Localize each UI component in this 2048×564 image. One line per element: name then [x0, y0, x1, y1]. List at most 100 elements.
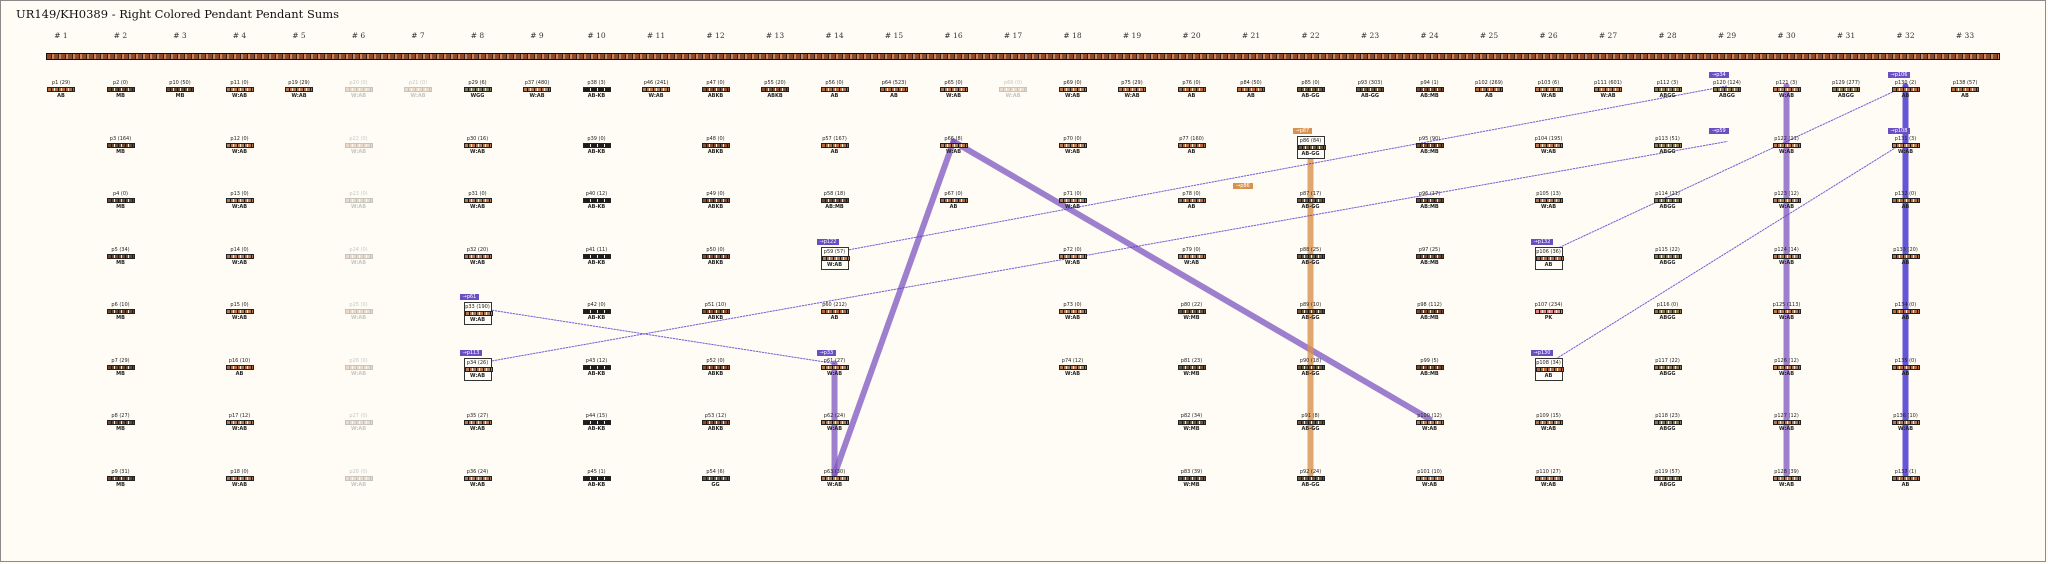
pendant-color-swatch	[642, 87, 670, 92]
pendant-label: p1 (29)	[51, 80, 71, 86]
pendant-color-swatch	[463, 420, 492, 425]
pendant-color-swatch	[1772, 87, 1801, 92]
pendant-color-code: W:AB	[231, 259, 248, 266]
pendant: p101 (10)W:AB	[1410, 469, 1450, 488]
pendant-color-swatch	[463, 87, 492, 92]
pendant-label: p48 (0)	[706, 135, 725, 142]
pendant-color-swatch	[1415, 198, 1444, 203]
pendant-color-swatch	[106, 87, 135, 92]
pendant-color-code: W:AB	[410, 93, 426, 99]
pendant: p133 (20)AB	[1886, 247, 1926, 266]
pendant-label: p133 (20)	[1893, 246, 1918, 253]
pendant: p48 (0)ABKB	[696, 136, 736, 155]
column-label: # 33	[1955, 31, 1975, 40]
pendant-color-swatch	[106, 198, 135, 203]
column-label: # 27	[1598, 31, 1618, 40]
pendant-color-swatch	[701, 198, 730, 203]
sum-link	[477, 307, 835, 364]
pendant-label: p95 (90)	[1418, 135, 1441, 142]
pendant-color-swatch	[939, 87, 968, 92]
pendant-color-swatch	[1772, 309, 1801, 314]
pendant-color-swatch	[1535, 255, 1564, 261]
pendant-label: p19 (29)	[288, 80, 310, 86]
pendant-color-swatch	[582, 420, 611, 425]
pendant-color-swatch	[1891, 309, 1920, 314]
pendant: p121 (3)W:AB	[1767, 80, 1807, 99]
pendant: p122 (11)W:AB	[1767, 136, 1807, 155]
pendant-color-swatch	[1772, 142, 1801, 148]
pendant: p18 (0)W:AB	[220, 469, 260, 488]
column-label: # 19	[1122, 31, 1142, 40]
pendant-label: p110 (27)	[1536, 468, 1561, 475]
pendant-color-swatch	[1891, 253, 1920, 259]
pendant-color-swatch	[1177, 309, 1206, 314]
pendant-label: p123 (12)	[1774, 191, 1799, 197]
pendant-color-code: AB	[57, 93, 65, 99]
column-label: # 16	[944, 31, 963, 40]
pendant-color-code: WGG	[470, 93, 485, 99]
pendant: p56 (0)AB	[815, 80, 855, 99]
pendant: p109 (15)W:AB	[1529, 413, 1569, 432]
column-label: # 30	[1777, 31, 1796, 40]
pendant-label: p103 (6)	[1537, 80, 1560, 86]
pendant-label: p102 (269)	[1475, 80, 1503, 86]
pendant-color-code: ABGG	[1659, 259, 1676, 266]
pendant-color-code: W:AB	[350, 481, 367, 488]
pendant: p40 (12)AB-KB	[577, 191, 617, 210]
pendant: p99 (5)AB:MB	[1410, 358, 1450, 377]
pendant-label: p54 (6)	[706, 468, 725, 475]
pendant: p118 (23)ABGG	[1648, 413, 1688, 432]
pendant-color-swatch	[1594, 87, 1622, 92]
pendant-label: p112 (3)	[1656, 80, 1679, 86]
pendant: p90 (18)AB-GG	[1291, 358, 1331, 377]
pendant-color-swatch	[225, 420, 254, 425]
pendant-label: p24 (0)	[349, 246, 368, 253]
pendant-label: p7 (29)	[111, 357, 130, 364]
pendant-color-swatch	[582, 475, 611, 481]
pendant-color-code: AB	[1901, 204, 1910, 210]
pendant-color-swatch	[344, 198, 373, 203]
sum-tag: →p87	[1292, 127, 1313, 134]
pendant-label: p70 (0)	[1063, 135, 1082, 142]
pendant: p119 (57)ABGG	[1648, 469, 1688, 488]
pendant-label: p33 (190)	[465, 304, 490, 310]
pendant-label: p59 (57)	[823, 248, 846, 255]
pendant-label: p4 (0)	[112, 191, 129, 197]
pendant-label: p21 (0)	[408, 80, 428, 86]
pendant-color-code: W:MB	[1183, 481, 1200, 488]
pendant-label: p75 (29)	[1121, 80, 1143, 86]
pendant-label: p119 (57)	[1655, 468, 1680, 475]
pendant-color-code: AB:MB	[1420, 93, 1439, 99]
pendant-color-swatch	[1058, 253, 1087, 259]
pendant: p2 (0)MB	[101, 80, 141, 99]
pendant-label: p14 (0)	[230, 246, 249, 253]
pendant-color-swatch	[225, 364, 254, 370]
pendant: p127 (12)W:AB	[1767, 413, 1807, 432]
pendant: p71 (0)W:AB	[1053, 191, 1093, 210]
pendant-color-swatch	[820, 364, 849, 370]
pendant-color-code: MB	[116, 481, 125, 488]
pendant: p130 (2)AB	[1886, 80, 1926, 99]
pendant: p102 (269)AB	[1469, 80, 1509, 99]
pendant-label: p55 (20)	[764, 80, 786, 86]
pendant: p13 (0)W:AB	[220, 191, 260, 210]
pendant-color-code: W:MB	[1183, 370, 1200, 377]
column-label: # 3	[173, 31, 187, 40]
pendant-color-code: AB-KB	[587, 93, 606, 99]
pendant-label: p101 (10)	[1417, 468, 1442, 475]
pendant-label: p92 (24)	[1299, 468, 1322, 475]
pendant-color-code: W:AB	[350, 259, 367, 266]
pendant: p29 (6)WGG	[458, 80, 498, 99]
pendant: p120 (124)ABGG	[1707, 80, 1747, 99]
pendant-label: p114 (21)	[1655, 191, 1680, 197]
sum-tag: →p130	[1530, 349, 1554, 356]
pendant: p129 (277)ABGG	[1826, 80, 1866, 99]
pendant-color-swatch	[1653, 198, 1682, 203]
pendant-color-code: MB	[116, 204, 125, 210]
pendant: p60 (212)AB	[815, 302, 855, 321]
pendant-color-code: W:AB	[1064, 93, 1081, 99]
pendant: p89 (10)AB-GG	[1291, 302, 1331, 321]
pendant-label: p105 (13)	[1536, 191, 1561, 197]
pendant-label: p81 (23)	[1180, 357, 1203, 364]
pendant: p30 (16)W:AB	[458, 136, 498, 155]
